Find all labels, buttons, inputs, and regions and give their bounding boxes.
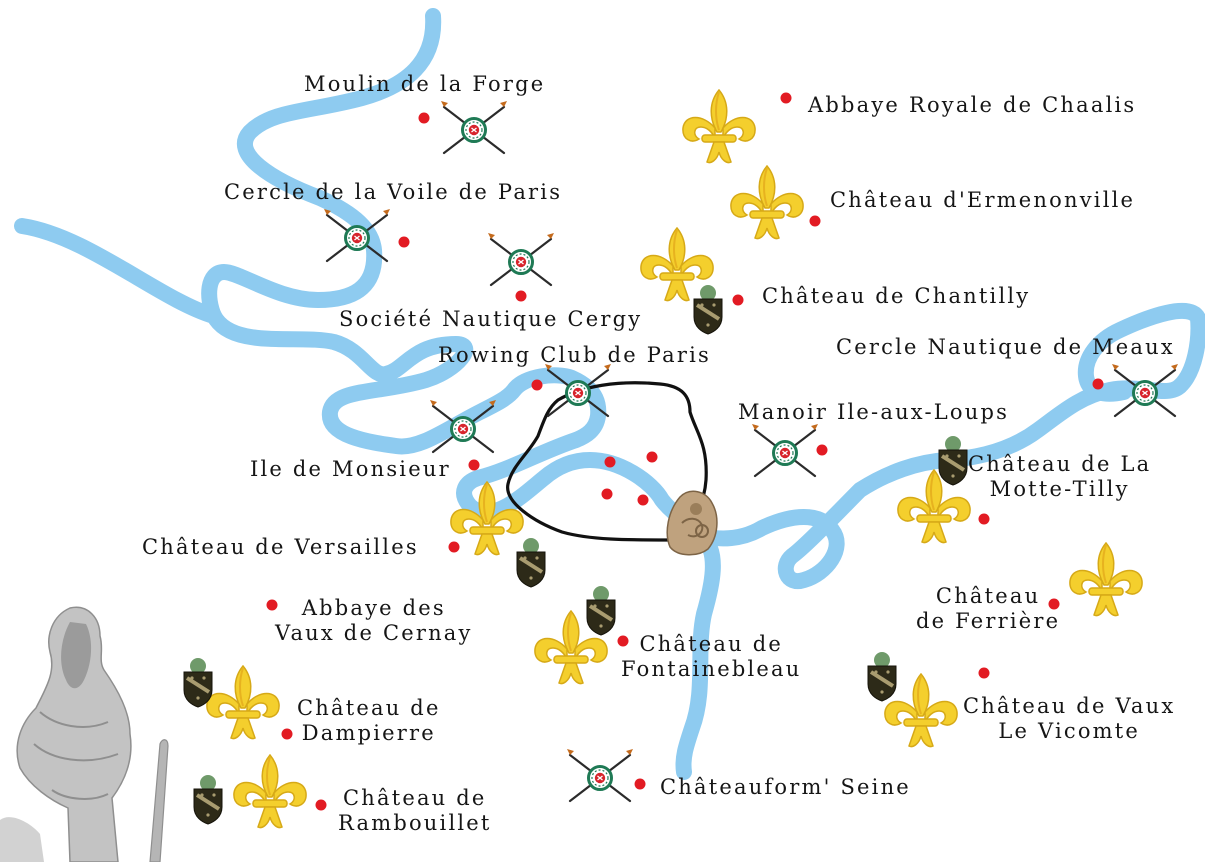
coat-of-arms-icon <box>866 650 898 703</box>
crossed-oars-icon <box>565 747 635 803</box>
label-rambouillet: Château de Rambouillet <box>338 786 492 836</box>
label-fontainebleau: Château de Fontainebleau <box>621 632 801 682</box>
label-cernay-line-1: Abbaye des <box>301 596 446 620</box>
dot-paris-1 <box>604 456 616 468</box>
dot-cernay <box>266 599 278 611</box>
location-dots <box>266 92 1104 811</box>
dot-paris-3 <box>601 488 613 500</box>
king-statue-icon <box>0 606 169 862</box>
fleur-de-lis-icon <box>205 665 281 740</box>
label-ferriere-line-2: de Ferrière <box>916 609 1061 633</box>
label-chantilly: Château de Chantilly <box>762 284 1031 308</box>
dot-chantilly <box>732 294 744 306</box>
dot-loups <box>816 444 828 456</box>
river-seine <box>14 8 1205 780</box>
fleur-de-lis-icon <box>1068 542 1144 617</box>
dot-rambouillet <box>315 799 327 811</box>
label-versailles: Château de Versailles <box>142 535 419 559</box>
coat-of-arms-icon <box>192 773 224 826</box>
label-voile: Cercle de la Voile de Paris <box>224 180 563 204</box>
dot-chaalis <box>780 92 792 104</box>
label-ermenonville: Château d'Ermenonville <box>830 188 1136 212</box>
dot-meaux <box>1092 378 1104 390</box>
crossed-oars-icon <box>750 422 820 478</box>
label-cernay-line-2: Vaux de Cernay <box>275 621 473 645</box>
label-loups: Manoir Ile-aux-Loups <box>738 400 1010 424</box>
dot-chateauform <box>634 778 646 790</box>
label-fontainebleau-line-2: Fontainebleau <box>621 657 802 681</box>
label-chaalis: Abbaye Royale de Chaalis <box>808 93 1137 117</box>
fleur-de-lis-icon <box>729 165 805 240</box>
label-chateauform: Châteauform' Seine <box>660 775 911 799</box>
coat-of-arms-icon <box>937 434 969 487</box>
dot-voile <box>398 236 410 248</box>
dot-ermenonville <box>809 215 821 227</box>
label-dampierre-line-1: Château de <box>297 696 441 720</box>
label-vaux-line-2: Le Vicomte <box>998 719 1141 743</box>
crossed-oars-icon <box>486 231 556 287</box>
label-meaux: Cercle Nautique de Meaux <box>836 335 1175 359</box>
label-dampierre-line-2: Dampierre <box>301 721 436 745</box>
coat-of-arms-icon <box>515 536 547 589</box>
label-ferriere-line-1: Château <box>935 584 1041 608</box>
dot-ferriere <box>1048 598 1060 610</box>
dot-versailles <box>448 541 460 553</box>
fleur-de-lis-icon <box>232 754 308 829</box>
label-motte-line-2: Motte-Tilly <box>989 477 1130 501</box>
label-vaux-line-1: Château de Vaux <box>963 694 1176 718</box>
label-monsieur: Ile de Monsieur <box>250 457 451 481</box>
label-motte-line-1: Château de La <box>968 452 1152 476</box>
dot-paris-2 <box>646 451 658 463</box>
dot-rcp <box>531 379 543 391</box>
label-rcp: Rowing Club de Paris <box>438 343 712 367</box>
label-motte: Château de La Motte-Tilly <box>968 452 1151 502</box>
coat-of-arms-icon <box>692 283 724 336</box>
label-rambouillet-line-1: Château de <box>342 786 487 810</box>
label-cergy: Société Nautique Cergy <box>339 307 643 331</box>
dot-vaux <box>978 667 990 679</box>
label-ferriere: Château de Ferrière <box>916 584 1060 634</box>
dot-monsieur <box>468 459 480 471</box>
label-rambouillet-line-2: Rambouillet <box>338 811 492 835</box>
crossed-oars-icon <box>439 99 509 155</box>
label-dampierre: Château de Dampierre <box>297 696 441 746</box>
label-moulin: Moulin de la Forge <box>304 72 546 96</box>
stone-carving-icon <box>666 490 718 556</box>
dot-cergy <box>515 290 527 302</box>
fleur-de-lis-icon <box>681 89 757 164</box>
label-fontainebleau-line-1: Château de <box>639 632 784 656</box>
dot-moulin <box>418 112 430 124</box>
dot-paris-4 <box>637 494 649 506</box>
label-cernay: Abbaye des Vaux de Cernay <box>275 596 473 646</box>
dot-motte <box>978 513 990 525</box>
coat-of-arms-icon <box>182 656 214 709</box>
dot-fontainebleau <box>617 635 629 647</box>
label-vaux: Château de Vaux Le Vicomte <box>963 694 1175 744</box>
dot-dampierre <box>281 728 293 740</box>
coat-of-arms-icon <box>585 584 617 637</box>
